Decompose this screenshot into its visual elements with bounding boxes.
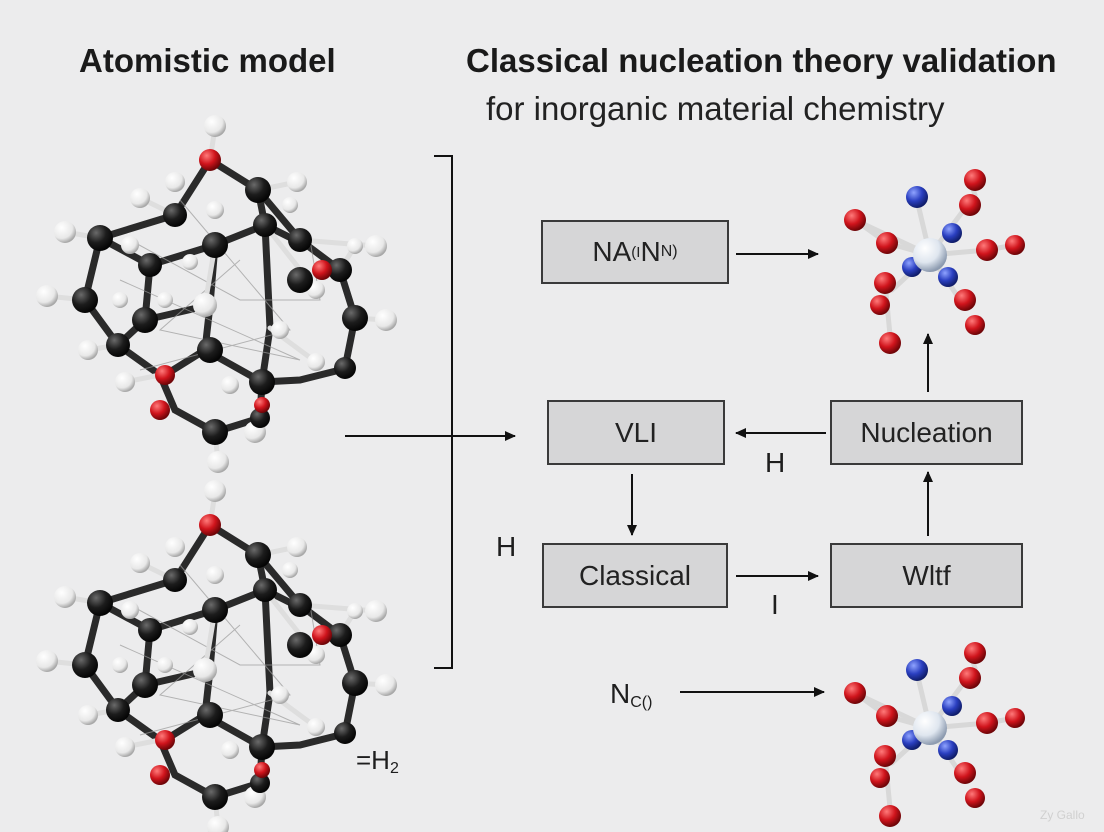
right-title: Classical nucleation theory validation [466,42,1057,79]
right-subtitle: for inorganic material chemistry [486,90,945,127]
molecule-bottom-icon [36,480,397,832]
label-h-left: H [496,531,517,562]
label-i-under: I [771,589,779,620]
box-nucleation: Nucleation [830,400,1023,465]
label-h-between: H [765,447,786,478]
label-h2-formula: =H2 [356,745,399,777]
box-vli: VLI [547,400,725,465]
left-title: Atomistic model [79,42,336,79]
cluster-bottom-icon [844,642,1025,827]
cluster-top-icon [844,169,1025,354]
watermark: Zy Gallo [1040,808,1085,822]
molecule-top-icon [36,115,397,473]
label-nc: NC() [610,678,653,711]
box-classical: Classical [542,543,728,608]
bracket [434,155,453,669]
box-wltf: Wltf [830,543,1023,608]
